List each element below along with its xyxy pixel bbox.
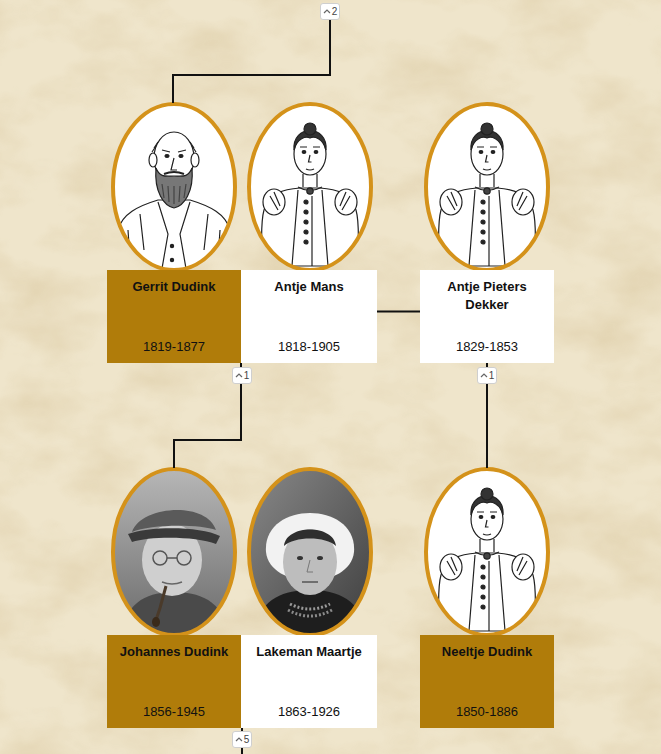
life-years: 1863-1926 (278, 703, 340, 721)
caret-icon (480, 372, 488, 379)
name-box: Johannes Dudink 1856-1945 (107, 635, 241, 728)
caret-icon (235, 736, 243, 743)
person-name: Lakeman Maartje (256, 643, 362, 661)
branch-count: 2 (332, 6, 338, 18)
branch-line (241, 727, 243, 754)
branch-count: 1 (244, 370, 250, 382)
branch-count: 5 (244, 734, 250, 746)
collapse-badge: 1 (232, 367, 252, 384)
person-name: Neeltje Dudink (442, 643, 532, 661)
person-card: Antje Mans 1818-1905 (241, 103, 377, 363)
person-card: Johannes Dudink 1856-1945 (107, 468, 241, 728)
life-years: 1850-1886 (456, 703, 518, 721)
collapse-badge: 1 (477, 367, 497, 384)
family-connector (486, 363, 488, 468)
family-connector (377, 311, 420, 313)
photo-portrait (246, 466, 376, 640)
name-box: Lakeman Maartje 1863-1926 (241, 635, 377, 728)
person-name: Johannes Dudink (120, 643, 228, 661)
portrait (113, 104, 235, 280)
name-box: Antje Pieters Dekker 1829-1853 (420, 270, 554, 363)
person-name: Gerrit Dudink (132, 278, 215, 296)
life-years: 1856-1945 (143, 703, 205, 721)
person-name: Antje Pieters Dekker (426, 278, 548, 314)
branch-count: 1 (489, 370, 495, 382)
collapse-badge: 5 (232, 731, 252, 748)
person-card: Antje Pieters Dekker 1829-1853 (420, 103, 554, 363)
portrait (426, 104, 548, 270)
collapse-badge: 2 (320, 3, 340, 20)
name-box: Gerrit Dudink 1819-1877 (107, 270, 241, 363)
name-box: Antje Mans 1818-1905 (241, 270, 377, 363)
name-box: Neeltje Dudink 1850-1886 (420, 635, 554, 728)
caret-icon (323, 8, 331, 15)
life-years: 1819-1877 (143, 338, 205, 356)
life-years: 1818-1905 (278, 338, 340, 356)
branch-line (173, 18, 330, 103)
person-card: Lakeman Maartje 1863-1926 (241, 468, 377, 728)
person-name: Antje Mans (274, 278, 343, 296)
caret-icon (235, 372, 243, 379)
person-card: Gerrit Dudink 1819-1877 (107, 103, 241, 363)
family-connector (174, 363, 241, 468)
person-card: Neeltje Dudink 1850-1886 (420, 468, 554, 728)
photo-portrait (110, 466, 240, 640)
portrait (249, 104, 371, 270)
portrait (426, 469, 548, 635)
life-years: 1829-1853 (456, 338, 518, 356)
